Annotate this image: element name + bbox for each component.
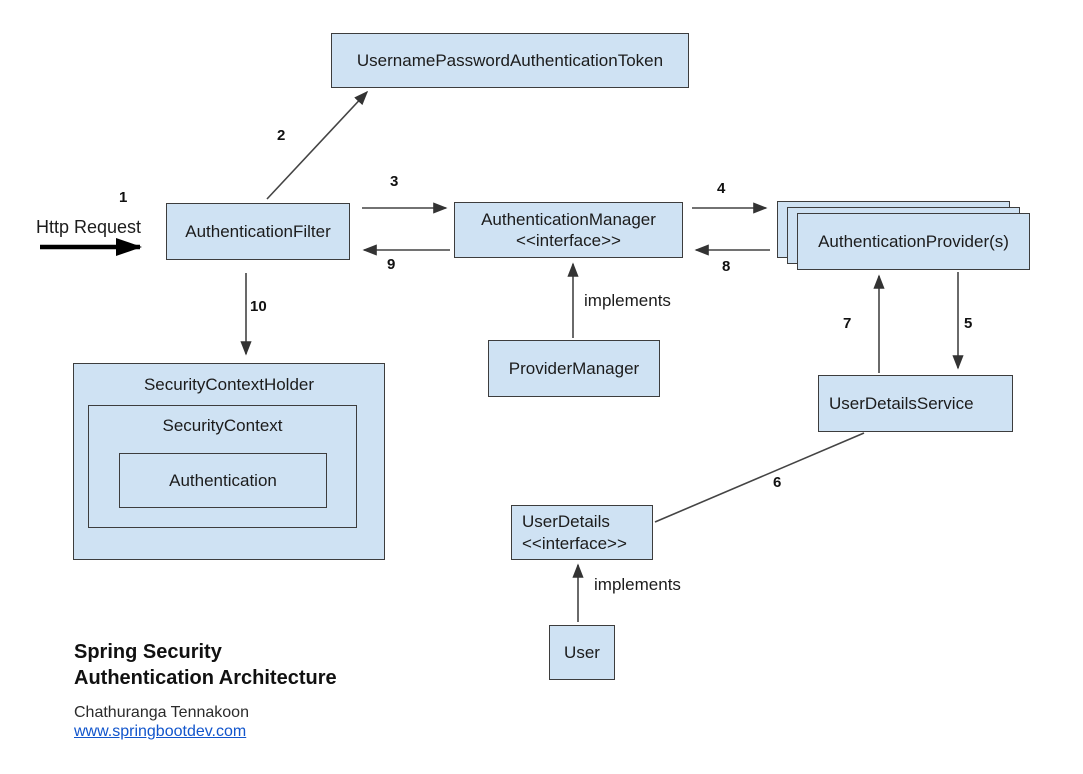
node-user-details-service: UserDetailsService xyxy=(818,375,1013,432)
node-label: User xyxy=(564,642,600,662)
node-label: AuthenticationFilter xyxy=(185,221,331,241)
website-link[interactable]: www.springbootdev.com xyxy=(74,723,247,740)
step-label-9: 9 xyxy=(387,256,396,273)
node-user-details: UserDetails <<interface>> xyxy=(511,505,653,560)
node-authentication-providers: AuthenticationProvider(s) xyxy=(797,213,1030,270)
node-label: UsernamePasswordAuthenticationToken xyxy=(356,50,664,70)
step-label-1: 1 xyxy=(119,189,128,206)
step-label-8: 8 xyxy=(722,258,731,275)
node-authentication-manager: AuthenticationManager <<interface>> xyxy=(454,202,683,258)
node-label: UserDetails xyxy=(522,512,610,532)
node-authentication: Authentication xyxy=(119,453,327,508)
step-label-2: 2 xyxy=(277,127,286,144)
author-name: Chathuranga Tennakoon xyxy=(74,704,249,721)
step-label-10: 10 xyxy=(250,298,267,315)
step-label-4: 4 xyxy=(717,180,726,197)
node-label: ProviderManager xyxy=(508,358,640,378)
node-authentication-filter: AuthenticationFilter xyxy=(166,203,350,260)
diagram-title: Spring Security Authentication Architect… xyxy=(74,639,337,691)
implements-label-provider-manager: implements xyxy=(584,291,671,310)
step-label-5: 5 xyxy=(964,315,973,332)
step-label-7: 7 xyxy=(843,315,852,332)
http-request-label: Http Request xyxy=(36,217,142,237)
node-label: UserDetailsService xyxy=(829,393,974,413)
step-label-3: 3 xyxy=(390,173,399,190)
diagram-title-line2: Authentication Architecture xyxy=(74,667,337,689)
step-label-6: 6 xyxy=(773,474,782,491)
implements-label-user: implements xyxy=(594,575,681,594)
line-step-6 xyxy=(654,432,865,523)
node-label: AuthenticationProvider(s) xyxy=(818,231,1009,251)
node-stereotype: <<interface>> xyxy=(522,533,627,553)
diagram-title-line1: Spring Security xyxy=(74,641,222,663)
node-stereotype: <<interface>> xyxy=(516,231,621,250)
node-label: SecurityContext xyxy=(162,416,283,435)
arrow-step-2 xyxy=(266,90,369,200)
node-label: SecurityContextHolder xyxy=(143,375,315,394)
node-label: Authentication xyxy=(169,470,277,490)
node-username-password-authentication-token: UsernamePasswordAuthenticationToken xyxy=(331,33,689,88)
node-label: AuthenticationManager xyxy=(481,209,656,229)
node-user: User xyxy=(549,625,615,680)
node-provider-manager: ProviderManager xyxy=(488,340,660,397)
